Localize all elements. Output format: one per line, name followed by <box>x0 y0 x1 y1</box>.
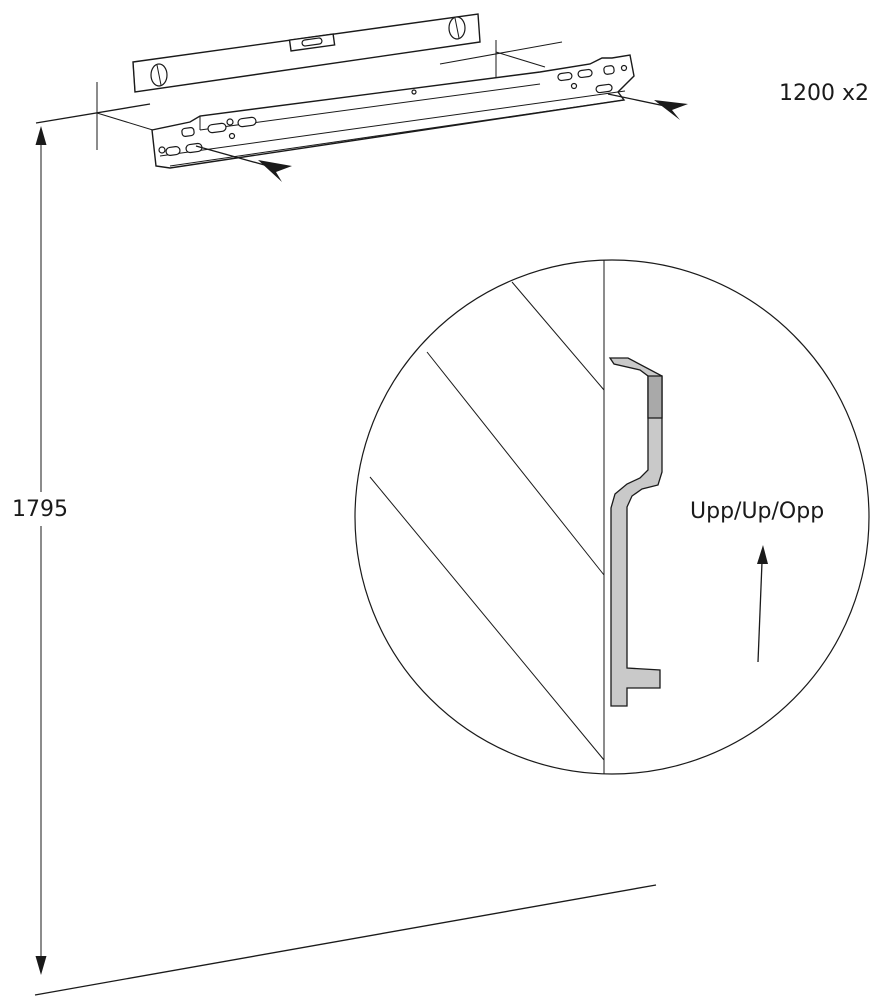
rail-length-label: 1200 x2 <box>779 81 869 106</box>
direction-label: Upp/Up/Opp <box>690 499 824 524</box>
height-dimension: 1795 <box>6 126 72 975</box>
screw-arrow-left <box>195 145 292 182</box>
screw-arrow-right <box>607 93 688 120</box>
mounting-rail-icon <box>151 54 635 169</box>
rail-extension-lines <box>96 40 563 150</box>
floor-line <box>34 884 657 996</box>
bracket-profile-icon <box>608 357 663 707</box>
spirit-level-icon <box>132 13 481 93</box>
arrow-up-icon <box>757 545 768 663</box>
height-dimension-label: 1795 <box>12 497 68 522</box>
wall-top-line <box>35 103 151 124</box>
detail-view: Upp/Up/Opp <box>354 259 870 775</box>
